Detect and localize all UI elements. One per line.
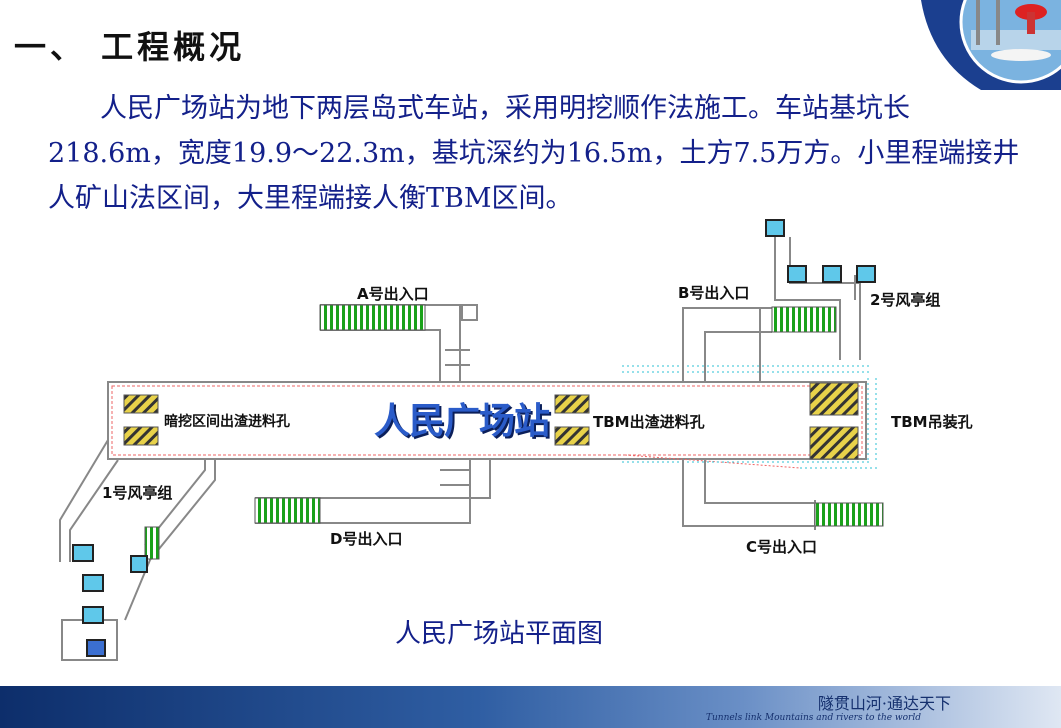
entrance-a-label: A号出入口	[357, 285, 429, 303]
wind-group-1-stair	[144, 526, 160, 560]
station-body	[107, 381, 867, 460]
entrance-d-stair	[254, 497, 321, 524]
tbm-hoist-label: TBM吊装孔	[891, 413, 973, 431]
footer-slogan-en: Tunnels link Mountains and rivers to the…	[705, 713, 921, 723]
entrance-d-label: D号出入口	[330, 530, 403, 548]
corner-logo	[921, 0, 1061, 90]
wind-group-2-boxes	[765, 219, 876, 283]
tbm-hoist-1	[809, 382, 859, 416]
wind-group-1-label: 1号风亭组	[102, 484, 173, 502]
entrance-b-label: B号出入口	[678, 284, 750, 302]
cyan-support-marks	[622, 365, 880, 469]
mining-hole-label: 暗挖区间出渣进料孔	[164, 414, 290, 430]
entrance-c-passage	[682, 459, 816, 530]
overview-paragraph: 人民广场站为地下两层岛式车站，采用明挖顺作法施工。车站基坑长218.6m，宽度1…	[48, 93, 1020, 214]
entrance-c-label: C号出入口	[746, 538, 818, 556]
tbm-hole-1	[554, 394, 590, 414]
tbm-hole-2	[554, 426, 590, 446]
footer-slogan: 隧贯山河·通达天下	[817, 694, 951, 713]
entrance-a-stair	[319, 304, 426, 331]
section-heading: 一、 工程概况	[14, 28, 246, 66]
entrance-c-stair	[814, 502, 884, 527]
tbm-hoist-2	[809, 426, 859, 460]
diagram-caption: 人民广场站平面图	[395, 619, 604, 649]
mining-hole-1	[123, 394, 159, 414]
mining-hole-2	[123, 426, 159, 446]
entrance-d-passage	[255, 459, 491, 524]
footer-bar: 隧贯山河·通达天下 Tunnels link Mountains and riv…	[0, 686, 1061, 728]
station-name-label: 人民广场站	[374, 401, 550, 442]
tbm-hole-label: TBM出渣进料孔	[593, 413, 705, 431]
wind-group-2-label: 2号风亭组	[870, 291, 941, 309]
wind-group-1-boxes	[72, 544, 148, 657]
entrance-b-stair	[771, 306, 837, 333]
